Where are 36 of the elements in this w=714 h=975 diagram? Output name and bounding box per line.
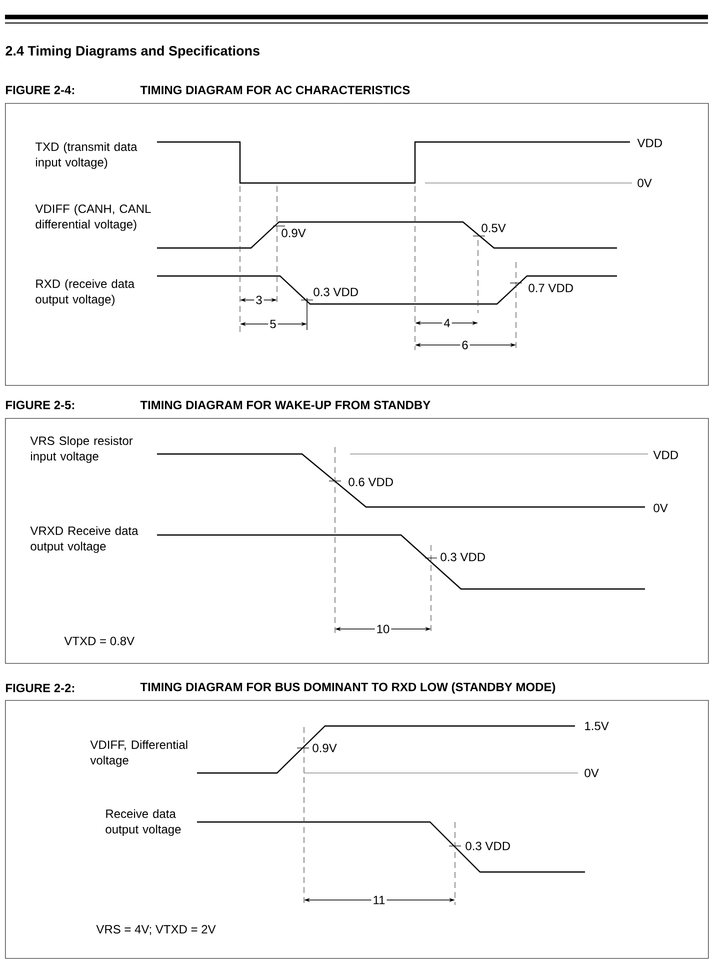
level-label: 0.9V: [282, 228, 306, 238]
dimension-label: 5: [268, 318, 278, 330]
level-label: 0V: [638, 178, 652, 188]
level-label: VRS = 4V; VTXD = 2V: [96, 925, 216, 935]
dimension-label: 6: [460, 339, 470, 351]
level-label: VDD: [637, 138, 662, 148]
signal-label: Receive data output voltage: [106, 809, 181, 836]
figure-heading: FIGURE 2-5:: [6, 400, 74, 410]
signal-label: VDIFF (CANH, CANL differential voltage): [35, 204, 151, 231]
signal-label: VRS Slope resistor input voltage: [30, 436, 133, 463]
level-label: 0.3 VDD: [314, 288, 358, 296]
figure-heading: TIMING DIAGRAM FOR AC CHARACTERISTICS: [140, 86, 410, 94]
section-heading: 2.4 Timing Diagrams and Specifications: [6, 46, 260, 58]
level-label: 0.7 VDD: [528, 284, 573, 292]
signal-label: VRXD Receive data output voltage: [30, 526, 138, 553]
level-label: 1.5V: [585, 722, 609, 730]
figure-heading: FIGURE 2-4:: [6, 86, 74, 94]
dimension-label: 4: [442, 317, 452, 329]
dimension-label: 3: [254, 294, 264, 306]
level-label: 0V: [654, 504, 668, 512]
level-label: 0V: [584, 768, 599, 778]
figure-heading: TIMING DIAGRAM FOR BUS DOMINANT TO RXD LOW (STANDBY MODE): [140, 682, 556, 694]
dimension-label: 10: [374, 623, 392, 635]
signal-label: TXD (transmit data input voltage): [35, 142, 138, 169]
level-label: 0.5V: [482, 224, 506, 232]
figure-heading: TIMING DIAGRAM FOR WAKE-UP FROM STANDBY: [140, 400, 430, 410]
level-label: 0.9V: [312, 744, 337, 752]
level-label: 0.3 VDD: [440, 552, 485, 562]
level-label: 0.6 VDD: [348, 478, 393, 486]
level-label: VDD: [653, 450, 678, 460]
signal-label: RXD (receive data output voltage): [36, 279, 135, 306]
dimension-label: 11: [371, 894, 387, 906]
signal-label: VDIFF, Differential voltage: [90, 740, 188, 767]
level-label: 0.3 VDD: [466, 842, 510, 850]
figure-heading: FIGURE 2-2:: [6, 684, 74, 692]
level-label: VTXD = 0.8V: [64, 636, 134, 646]
